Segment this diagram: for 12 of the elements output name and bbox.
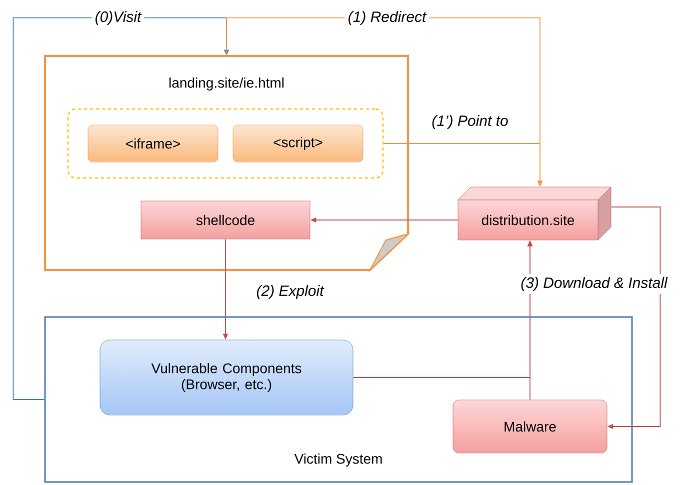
dashed-group xyxy=(67,108,384,179)
tag-box: <script> xyxy=(232,124,364,162)
malware-box: Malware xyxy=(452,400,608,454)
server-box: distribution.site xyxy=(458,186,612,240)
shellcode-box: shellcode xyxy=(140,200,310,240)
edge-label: (1’) Point to xyxy=(428,112,512,132)
edge-label: (1) Redirect xyxy=(344,8,430,28)
edge-label: (2) Exploit xyxy=(253,282,327,302)
edge-label: (0)Visit xyxy=(92,8,144,28)
component-box: Vulnerable Components (Browser, etc.) xyxy=(100,340,354,416)
tag-box: <iframe> xyxy=(88,124,218,162)
edge-label: (3) Download & Install xyxy=(518,274,670,294)
